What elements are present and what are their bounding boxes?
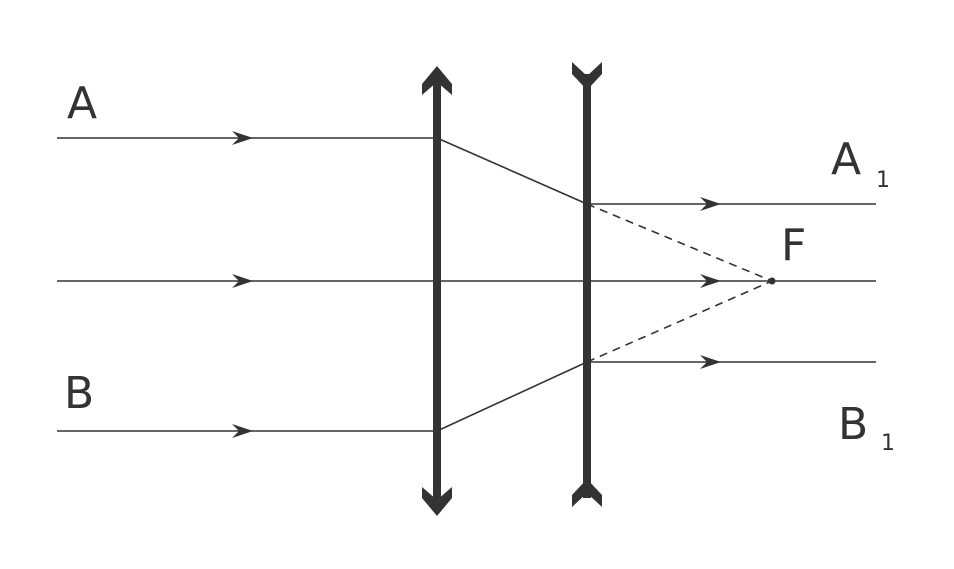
ray-b-incoming — [57, 424, 437, 438]
label-a1: A — [831, 134, 862, 185]
ray-b-converging — [436, 361, 588, 432]
label-focus: F — [781, 220, 807, 271]
converging-lens — [422, 66, 452, 516]
ray-a-virtual-extension — [586, 203, 773, 282]
arrow-icon — [700, 274, 721, 288]
arrow-icon — [232, 424, 253, 438]
label-a1-subscript: 1 — [876, 168, 890, 193]
arrow-down-icon — [422, 487, 452, 516]
arrow-icon — [232, 131, 253, 145]
label-a: A — [67, 78, 98, 129]
arrow-icon — [700, 197, 721, 211]
arrow-up-icon — [422, 66, 452, 95]
label-b1: B — [838, 399, 869, 450]
focal-point — [768, 277, 776, 285]
ray-a-incoming — [57, 131, 437, 145]
ray-a-outgoing — [587, 197, 876, 211]
ray-b-outgoing — [587, 355, 876, 369]
arrow-icon — [232, 274, 253, 288]
ray-a-converging — [436, 137, 588, 205]
inverted-arrow-top-icon — [572, 62, 602, 90]
arrow-icon — [700, 355, 721, 369]
label-b1-subscript: 1 — [881, 431, 895, 456]
diverging-lens — [572, 62, 602, 507]
ray-b-virtual-extension — [586, 280, 773, 363]
label-b: B — [64, 368, 95, 419]
ray-axis — [57, 274, 876, 288]
inverted-arrow-bottom-icon — [572, 479, 602, 507]
